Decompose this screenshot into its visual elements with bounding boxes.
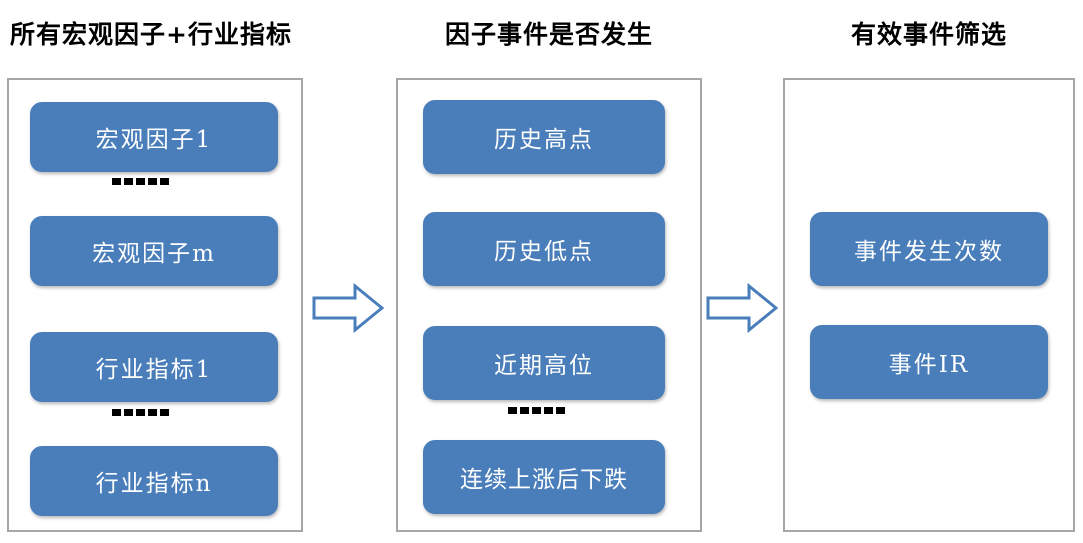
right-block-arrow-shape <box>312 283 384 333</box>
continuation-dots-events <box>508 407 565 414</box>
continuation-dots-industry <box>112 409 169 416</box>
panel-valid-event-screening <box>783 78 1075 532</box>
right-block-arrow-icon <box>312 283 384 333</box>
column-title-all-factors: 所有宏观因子+行业指标 <box>10 20 292 49</box>
column-title-valid-event-screening: 有效事件筛选 <box>850 20 1007 49</box>
right-block-arrow-shape <box>706 283 778 333</box>
item-box-continuous-rise-then-fall[interactable]: 连续上涨后下跌 <box>423 440 665 514</box>
item-box-recent-high[interactable]: 近期高位 <box>423 326 665 400</box>
item-box-industry-indicator-1[interactable]: 行业指标1 <box>30 332 278 402</box>
item-box-macro-factor-1[interactable]: 宏观因子1 <box>30 102 278 172</box>
item-box-historical-high[interactable]: 历史高点 <box>423 100 665 174</box>
item-box-event-ir[interactable]: 事件IR <box>810 325 1048 399</box>
continuation-dots-macro <box>112 178 169 185</box>
column-title-factor-events: 因子事件是否发生 <box>444 20 653 49</box>
item-box-event-occurrence-count[interactable]: 事件发生次数 <box>810 212 1048 286</box>
item-box-industry-indicator-n[interactable]: 行业指标n <box>30 446 278 516</box>
item-box-macro-factor-m[interactable]: 宏观因子m <box>30 216 278 286</box>
right-block-arrow-icon <box>706 283 778 333</box>
item-box-historical-low[interactable]: 历史低点 <box>423 212 665 286</box>
